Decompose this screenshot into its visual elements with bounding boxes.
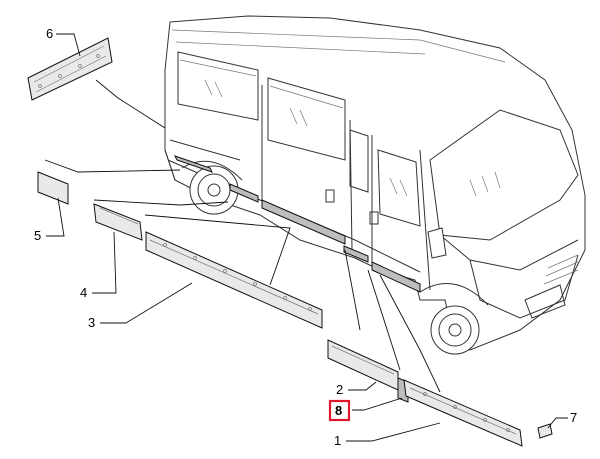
callout-5: 5: [34, 228, 41, 243]
callout-4: 4: [80, 285, 87, 300]
part-1-moulding: [379, 274, 523, 447]
part-6-plate: [27, 37, 166, 129]
part-4-moulding: [93, 199, 229, 241]
callout-3: 3: [88, 315, 95, 330]
part-5-trim: [37, 159, 181, 205]
part-3-sill: [144, 214, 323, 329]
callout-8-highlight-box: [328, 399, 351, 422]
van-body: [164, 15, 586, 355]
callout-7: 7: [570, 410, 577, 425]
callout-2: 2: [336, 382, 343, 397]
callout-labels: 6 5 4 3 2 8 1 7: [34, 26, 577, 448]
callout-8: 8: [335, 403, 342, 418]
callout-1: 1: [334, 433, 341, 448]
callout-6: 6: [46, 26, 53, 41]
leader-lines: [46, 33, 568, 442]
